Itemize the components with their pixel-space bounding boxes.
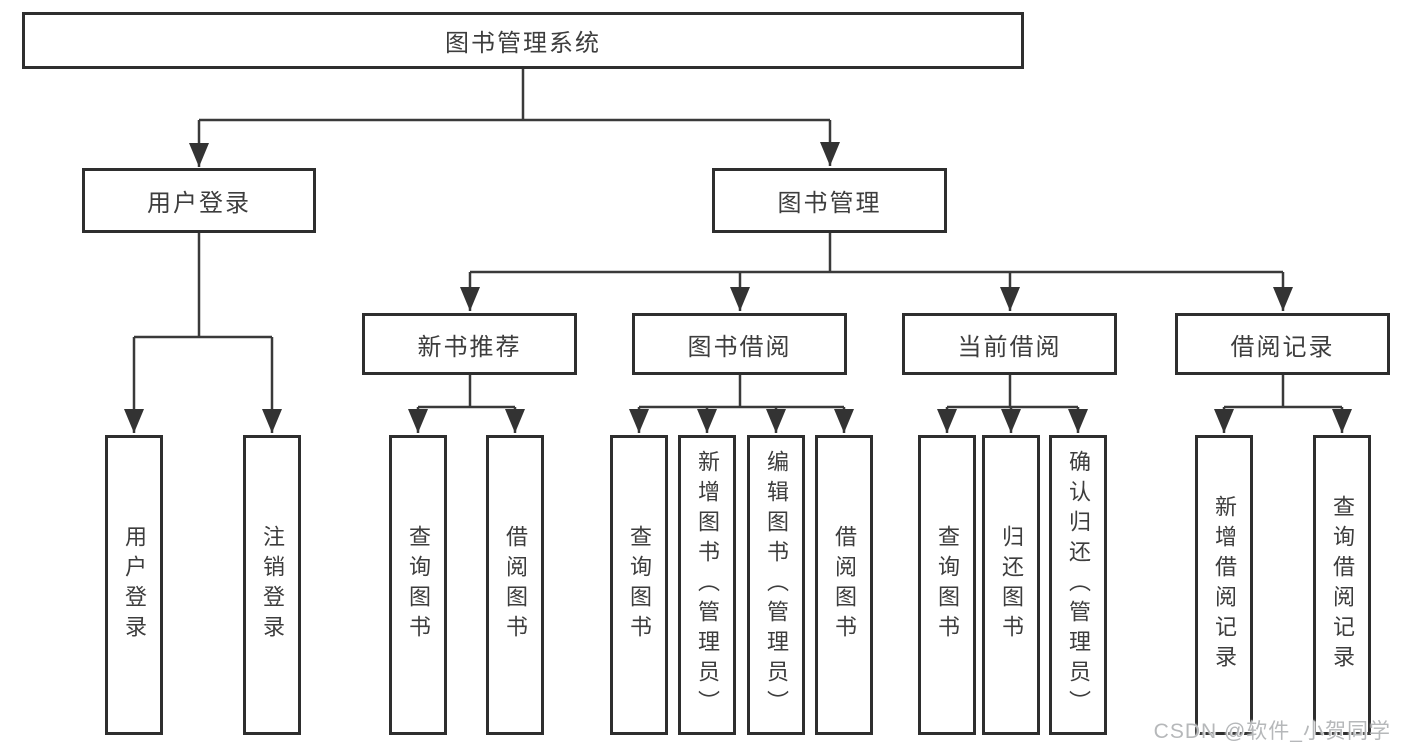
leaf-current-query-books: 查询图书 [918,435,976,735]
leaf-records-add-record-label: 新增借阅记录 [1212,495,1237,675]
node-current-borrow: 当前借阅 [902,313,1117,375]
leaf-records-add-record: 新增借阅记录 [1195,435,1253,735]
node-user-login-label: 用户登录 [147,190,251,217]
leaf-newbook-borrow-books: 借阅图书 [486,435,544,735]
leaf-newbook-query-books: 查询图书 [389,435,447,735]
node-borrow-records-label: 借阅记录 [1230,333,1335,361]
leaf-logout: 注销登录 [243,435,301,735]
node-current-borrow-label: 当前借阅 [957,333,1062,361]
node-new-book-recommend: 新书推荐 [362,313,577,375]
leaf-borrow-query-books-label: 查询图书 [627,525,652,645]
node-root-label: 图书管理系统 [445,30,601,57]
leaf-newbook-query-books-label: 查询图书 [406,525,431,645]
connector-arrows [124,120,1352,433]
leaf-borrow-edit-books-admin-label: 编辑图书（管理员） [764,450,789,720]
leaf-borrow-add-books-admin-label: 新增图书（管理员） [695,450,720,720]
leaf-current-return-books-label: 归还图书 [999,525,1024,645]
node-borrow-records: 借阅记录 [1175,313,1390,375]
leaf-borrow-add-books-admin: 新增图书（管理员） [678,435,736,735]
node-user-login: 用户登录 [82,168,316,233]
leaf-current-confirm-return-admin: 确认归还（管理员） [1049,435,1107,735]
leaf-records-query-record: 查询借阅记录 [1313,435,1371,735]
node-book-borrow: 图书借阅 [632,313,847,375]
node-book-borrow-label: 图书借阅 [687,333,792,361]
leaf-borrow-borrow-books: 借阅图书 [815,435,873,735]
leaf-borrow-borrow-books-label: 借阅图书 [832,525,857,645]
leaf-current-return-books: 归还图书 [982,435,1040,735]
node-book-management: 图书管理 [712,168,947,233]
leaf-borrow-edit-books-admin: 编辑图书（管理员） [747,435,805,735]
node-root: 图书管理系统 [22,12,1024,69]
node-new-book-recommend-label: 新书推荐 [417,333,522,361]
leaf-newbook-borrow-books-label: 借阅图书 [503,525,528,645]
connector-segments [134,69,1342,409]
leaf-records-query-record-label: 查询借阅记录 [1330,495,1355,675]
node-book-management-label: 图书管理 [777,190,882,217]
leaf-borrow-query-books: 查询图书 [610,435,668,735]
leaf-current-query-books-label: 查询图书 [935,525,960,645]
leaf-logout-label: 注销登录 [260,525,285,645]
leaf-current-confirm-return-admin-label: 确认归还（管理员） [1066,450,1091,720]
leaf-user-login-label: 用户登录 [122,525,147,645]
leaf-user-login: 用户登录 [105,435,163,735]
